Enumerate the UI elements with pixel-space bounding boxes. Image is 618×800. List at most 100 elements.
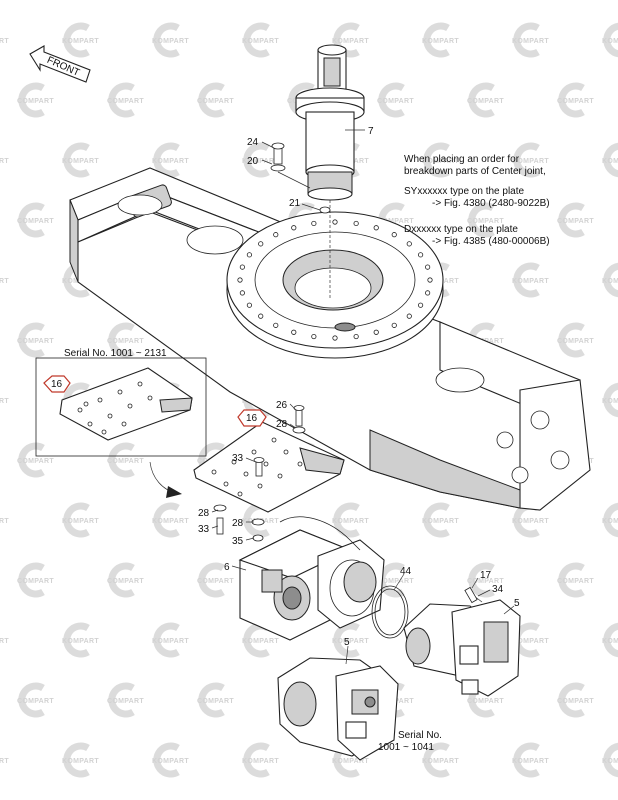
watermark-mark: KOMPART [0, 38, 9, 45]
watermark-mark: COMPART [467, 562, 504, 598]
svg-text:When placing an order for: When placing an order for [404, 154, 520, 165]
inset-plate-holes [77, 381, 153, 435]
watermark-mark: KOMPART [152, 622, 189, 658]
bolt-hole [353, 220, 359, 227]
callout-leaders [211, 129, 515, 665]
hydraulic-pump [238, 516, 385, 641]
order-note: When placing an order for breakdown part… [404, 154, 550, 247]
watermark-mark: KOMPART [332, 502, 369, 538]
watermark-mark: COMPART [17, 82, 54, 118]
plate-hole [121, 421, 127, 427]
watermark-text: KOMPART [602, 278, 618, 285]
plate-hole [283, 449, 289, 455]
bolt-hole [332, 335, 338, 341]
bolt-hole [332, 219, 338, 225]
watermark-text: COMPART [197, 578, 234, 585]
callout-24: 24 [247, 137, 259, 148]
bolt-hole [406, 313, 412, 319]
callout-26: 26 [276, 400, 288, 411]
watermark-text: KOMPART [242, 38, 279, 45]
watermark-mark: COMPART [17, 682, 54, 718]
bolt-hole [273, 322, 279, 328]
watermark-text: KOMPART [62, 758, 99, 765]
pump-right [403, 586, 521, 697]
watermark-text: KOMPART [512, 38, 549, 45]
watermark-text: KOMPART [242, 638, 279, 645]
watermark-text: KOMPART [332, 638, 369, 645]
bolt-hole [291, 329, 297, 335]
watermark-mark: KOMPART [512, 142, 549, 178]
watermark-text: COMPART [107, 98, 144, 105]
watermark-text: COMPART [17, 578, 54, 585]
watermark-mark: KOMPART [242, 142, 279, 178]
watermark-mark: COMPART [197, 82, 234, 118]
watermark-text: KOMPART [602, 158, 618, 165]
watermark-text: KOMPART [62, 518, 99, 525]
watermark-mark: COMPART [557, 322, 594, 358]
bolt-hole [258, 241, 264, 247]
svg-text:-> Fig. 4380 (2480-9022B): -> Fig. 4380 (2480-9022B) [432, 198, 550, 209]
watermark-text: COMPART [557, 218, 594, 225]
svg-text:1001 ~ 1041: 1001 ~ 1041 [378, 742, 434, 753]
watermark-text: COMPART [107, 338, 144, 345]
watermark-text: KOMPART [0, 38, 9, 45]
watermark-mark: KOMPART [152, 502, 189, 538]
watermark-mark: COMPART [377, 82, 414, 118]
watermark-text: KOMPART [152, 518, 189, 525]
bolt-hole [373, 225, 379, 231]
watermark-text: COMPART [467, 218, 504, 225]
watermark-text: KOMPART [332, 518, 369, 525]
watermark-text: KOMPART [152, 38, 189, 45]
watermark-mark: KOMPART [242, 22, 279, 58]
callout-5-bottom: 5 [344, 637, 350, 648]
watermark-mark: KOMPART [0, 278, 9, 285]
watermark-text: COMPART [197, 98, 234, 105]
watermark-text: KOMPART [332, 38, 369, 45]
watermark-mark: KOMPART [0, 638, 9, 645]
watermark-text: KOMPART [0, 398, 9, 405]
watermark-text: KOMPART [0, 518, 9, 525]
watermark-text: KOMPART [62, 158, 99, 165]
watermark-mark: KOMPART [242, 742, 279, 778]
center-joint [295, 44, 365, 300]
watermark-mark: KOMPART [62, 742, 99, 778]
plate-hole [87, 421, 93, 427]
watermark-mark: KOMPART [602, 742, 618, 778]
watermark-text: COMPART [467, 98, 504, 105]
callout-7: 7 [368, 126, 374, 137]
watermark-mark: KOMPART [512, 22, 549, 58]
watermark-mark: KOMPART [422, 742, 459, 778]
bolt-hole [417, 252, 424, 258]
watermark-mark: KOMPART [602, 262, 618, 298]
watermark-text: COMPART [17, 98, 54, 105]
watermark-text: COMPART [557, 338, 594, 345]
bolt-hole [311, 220, 317, 227]
bolt-hole [246, 252, 253, 258]
plate-hole [211, 469, 217, 475]
bolt-hole [273, 232, 279, 238]
watermark-text: KOMPART [242, 758, 279, 765]
watermark-text: COMPART [107, 458, 144, 465]
upper-frame [69, 167, 591, 511]
watermark-mark: KOMPART [62, 622, 99, 658]
watermark-text: KOMPART [512, 158, 549, 165]
watermark-mark: COMPART [107, 322, 144, 358]
watermark-mark: KOMPART [602, 382, 618, 418]
bolt-hole [239, 264, 245, 270]
watermark-text: COMPART [377, 218, 414, 225]
serial-bottom: Serial No. 1001 ~ 1041 [378, 730, 442, 753]
watermark-text: COMPART [557, 698, 594, 705]
watermark-text: KOMPART [152, 638, 189, 645]
watermark-mark: KOMPART [602, 622, 618, 658]
inset-arrow [166, 486, 182, 498]
watermark-mark: KOMPART [602, 502, 618, 538]
plate-hole [223, 481, 229, 487]
callout-34: 34 [492, 584, 504, 595]
plate-hole [297, 461, 303, 467]
plate-hole [257, 483, 263, 489]
plate-hole [243, 471, 249, 477]
plate-hole [263, 461, 269, 467]
pump-bottom [277, 657, 399, 761]
svg-text:16: 16 [246, 413, 258, 424]
watermark-mark: KOMPART [332, 22, 369, 58]
